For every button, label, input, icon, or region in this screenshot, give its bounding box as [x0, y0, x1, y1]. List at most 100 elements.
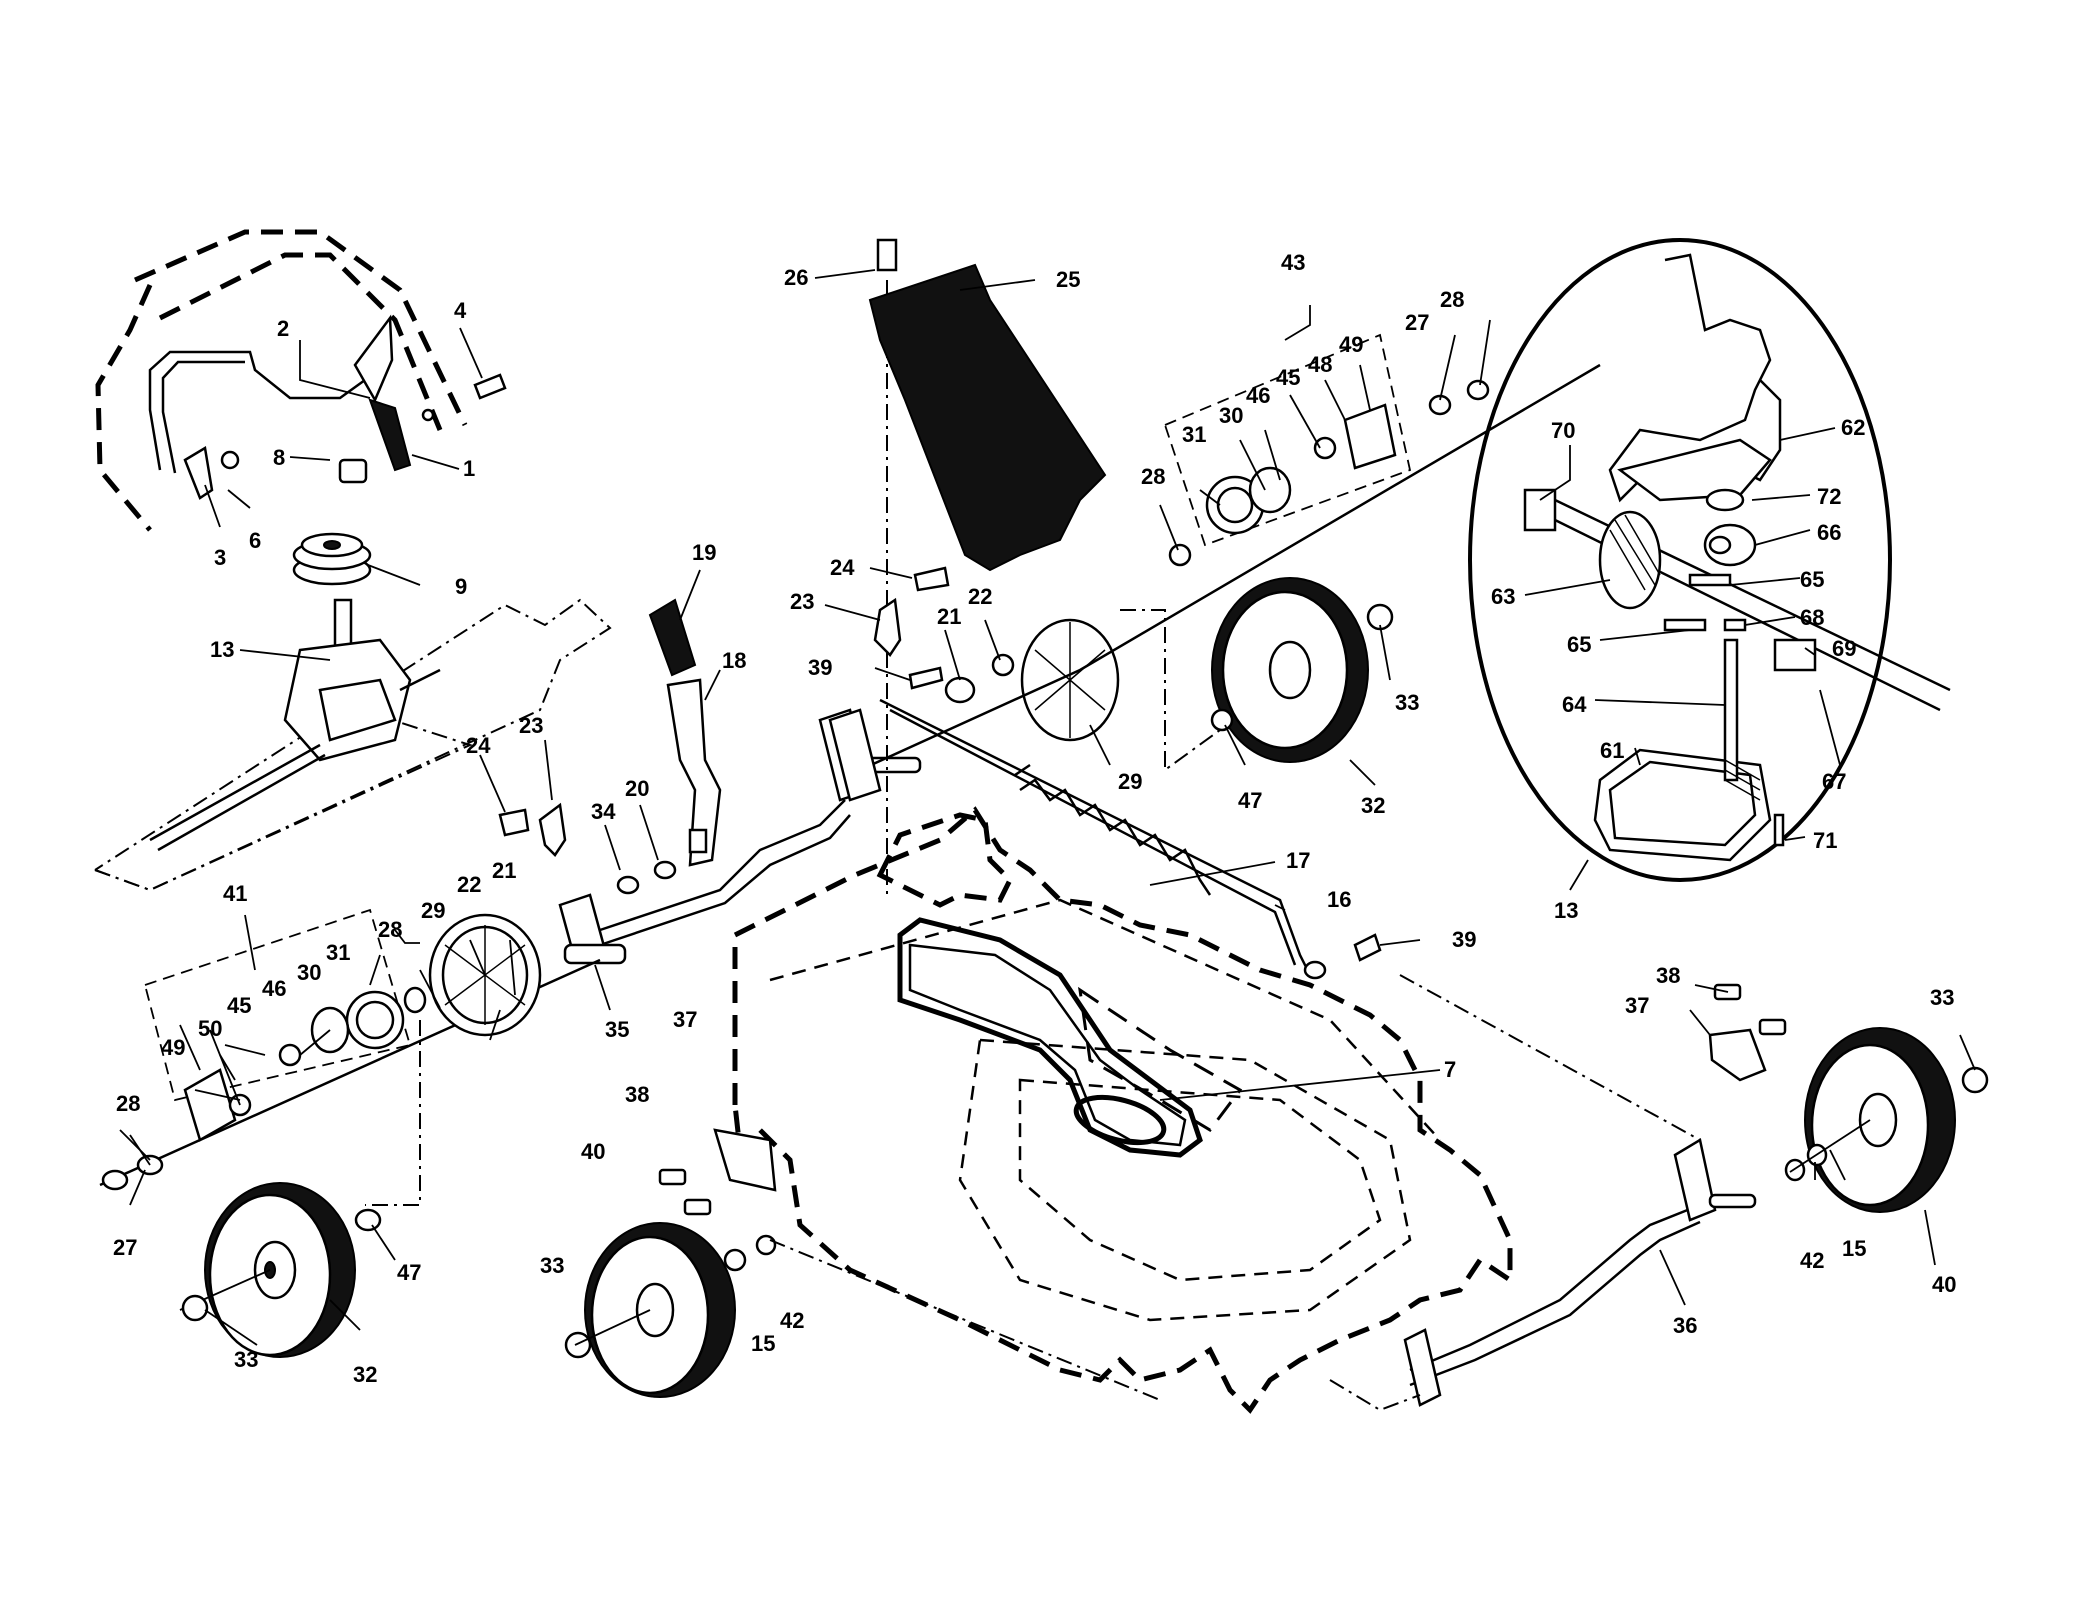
callout-42: 42 — [1800, 1248, 1824, 1273]
transmission — [94, 598, 612, 892]
callout-18: 18 — [722, 648, 746, 673]
callout-33: 33 — [540, 1253, 564, 1278]
left-rear-wheel — [179, 1182, 382, 1358]
drive-belt — [897, 917, 1203, 1158]
callout-62: 62 — [1841, 415, 1865, 440]
callout-22: 22 — [457, 872, 481, 897]
callout-13: 13 — [210, 637, 234, 662]
callout-50: 50 — [198, 1016, 222, 1041]
callout-25: 25 — [1056, 267, 1080, 292]
callout-13: 13 — [1554, 898, 1578, 923]
callout-1: 1 — [463, 456, 475, 481]
callout-3: 3 — [214, 545, 226, 570]
height-lever — [648, 598, 722, 867]
height-adjuster-left — [498, 802, 567, 857]
callout-35: 35 — [605, 1017, 629, 1042]
mower-deck — [732, 806, 1513, 1414]
front-axle-arm — [1329, 974, 1787, 1412]
callout-46: 46 — [1246, 383, 1270, 408]
callout-36: 36 — [1673, 1313, 1697, 1338]
callout-30: 30 — [1219, 403, 1243, 428]
callout-28: 28 — [378, 917, 402, 942]
callout-32: 32 — [353, 1362, 377, 1387]
callout-24: 24 — [830, 555, 855, 580]
callout-34: 34 — [591, 799, 616, 824]
callout-49: 49 — [161, 1035, 185, 1060]
callout-29: 29 — [421, 898, 445, 923]
callout-33: 33 — [1395, 690, 1419, 715]
callout-2: 2 — [277, 316, 289, 341]
callout-26: 26 — [784, 265, 808, 290]
callout-23: 23 — [519, 713, 543, 738]
callout-47: 47 — [1238, 788, 1262, 813]
discharge-chute — [868, 238, 1107, 900]
callout-27: 27 — [113, 1235, 137, 1260]
callout-24: 24 — [466, 733, 491, 758]
callout-4: 4 — [454, 298, 467, 323]
front-axle-bracket — [828, 708, 882, 802]
callout-66: 66 — [1817, 520, 1841, 545]
callout-40: 40 — [1932, 1272, 1956, 1297]
callout-30: 30 — [297, 960, 321, 985]
callout-20: 20 — [625, 776, 649, 801]
callout-67: 67 — [1822, 769, 1846, 794]
callout-21: 21 — [937, 604, 961, 629]
pulley — [292, 532, 372, 586]
callout-72: 72 — [1817, 484, 1841, 509]
right-front-wheel — [1784, 1027, 1989, 1213]
callout-45: 45 — [1276, 365, 1300, 390]
callout-28: 28 — [1141, 464, 1165, 489]
callout-19: 19 — [692, 540, 716, 565]
height-adjuster-right — [873, 566, 1015, 704]
callout-33: 33 — [234, 1347, 258, 1372]
callout-23: 23 — [790, 589, 814, 614]
callout-63: 63 — [1491, 584, 1515, 609]
callout-21: 21 — [492, 858, 516, 883]
right-rear-wheel — [1210, 577, 1394, 763]
callout-28: 28 — [116, 1091, 140, 1116]
callout-39: 39 — [1452, 927, 1476, 952]
callout-37: 37 — [1625, 993, 1649, 1018]
callout-61: 61 — [1600, 738, 1624, 763]
callout-labels: 1 2 3 4 6 8 9 13 19 18 24 23 34 20 41 28… — [113, 250, 1956, 1387]
callout-6: 6 — [249, 528, 261, 553]
callout-49: 49 — [1339, 332, 1363, 357]
callout-9: 9 — [455, 574, 467, 599]
callout-69: 69 — [1832, 636, 1856, 661]
callout-48: 48 — [1308, 352, 1332, 377]
callout-46: 46 — [262, 976, 286, 1001]
callout-41: 41 — [223, 881, 247, 906]
right-drive-group — [1163, 333, 1490, 567]
leader-lines — [119, 269, 1976, 1346]
callout-45: 45 — [227, 993, 251, 1018]
callout-71: 71 — [1813, 828, 1837, 853]
callout-17: 17 — [1286, 848, 1310, 873]
left-front-wheel — [564, 1222, 1161, 1401]
callout-15: 15 — [751, 1331, 775, 1356]
callout-39: 39 — [808, 655, 832, 680]
callout-31: 31 — [326, 940, 350, 965]
callout-37: 37 — [673, 1007, 697, 1032]
washer — [653, 860, 677, 880]
callout-47: 47 — [397, 1260, 421, 1285]
callout-27: 27 — [1405, 310, 1429, 335]
callout-8: 8 — [273, 445, 285, 470]
callout-22: 22 — [968, 584, 992, 609]
callout-28: 28 — [1440, 287, 1464, 312]
washer — [616, 875, 640, 895]
callout-29: 29 — [1118, 769, 1142, 794]
callout-42: 42 — [780, 1308, 804, 1333]
callout-65: 65 — [1800, 567, 1824, 592]
callout-15: 15 — [1842, 1236, 1866, 1261]
callout-65: 65 — [1567, 632, 1591, 657]
control-bail-assembly — [148, 314, 507, 500]
callout-68: 68 — [1800, 605, 1824, 630]
callout-64: 64 — [1562, 692, 1587, 717]
callout-70: 70 — [1551, 418, 1575, 443]
callout-33: 33 — [1930, 985, 1954, 1010]
callout-32: 32 — [1361, 793, 1385, 818]
spring-and-rod — [879, 698, 1382, 980]
callout-7: 7 — [1444, 1057, 1456, 1082]
callout-31: 31 — [1182, 422, 1206, 447]
